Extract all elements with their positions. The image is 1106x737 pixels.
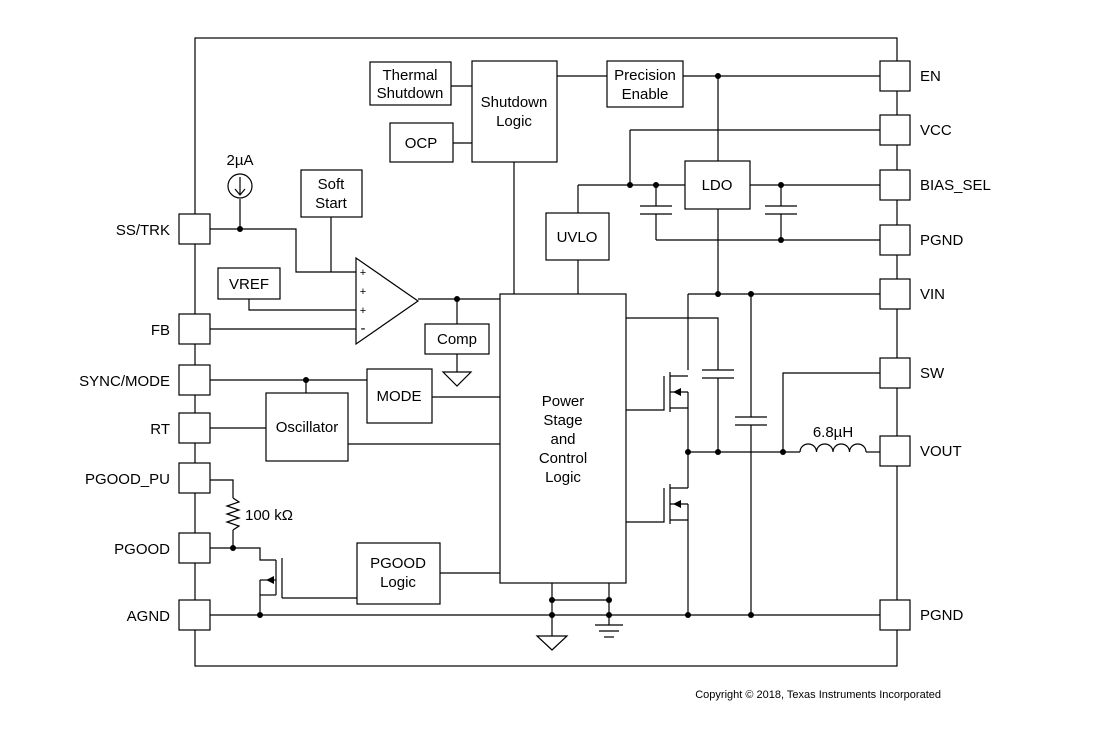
pin-ss-trk: SS/TRK — [116, 213, 211, 245]
power-ground-icon — [595, 624, 623, 638]
inductor-label: 6.8µH — [813, 424, 853, 441]
svg-text:FB: FB — [151, 322, 170, 339]
pin-vcc: VCC — [879, 114, 952, 146]
svg-text:Control: Control — [539, 450, 587, 467]
svg-text:PGND: PGND — [920, 607, 964, 624]
current-source-icon — [227, 173, 253, 199]
svg-text:VOUT: VOUT — [920, 443, 962, 460]
svg-text:EN: EN — [920, 68, 941, 85]
comp-ground-icon — [441, 371, 473, 387]
vref-block: VREF — [217, 267, 281, 300]
svg-text:SW: SW — [920, 365, 945, 382]
svg-text:Enable: Enable — [622, 86, 669, 103]
copyright-text: Copyright © 2018, Texas Instruments Inco… — [695, 689, 941, 701]
resistor-label: 100 kΩ — [245, 507, 293, 524]
capacitor-vcc — [640, 205, 672, 215]
svg-text:Comp: Comp — [437, 331, 477, 348]
mode-block: MODE — [366, 368, 433, 424]
pin-vout: VOUT — [879, 435, 962, 467]
svg-text:OCP: OCP — [405, 135, 438, 152]
svg-text:Thermal: Thermal — [382, 67, 437, 84]
pin-vin: VIN — [879, 278, 945, 310]
svg-text:Precision: Precision — [614, 67, 676, 84]
svg-text:SS/TRK: SS/TRK — [116, 222, 170, 239]
pin-sw: SW — [879, 357, 945, 389]
pin-pgood: PGOOD — [114, 532, 211, 564]
pin-sync-mode: SYNC/MODE — [79, 364, 211, 396]
high-side-fet-arrow — [673, 388, 681, 396]
pin-fb: FB — [151, 313, 211, 345]
comparator-minus: - — [361, 320, 366, 337]
pin-pgnd-bottom: PGND — [879, 599, 964, 631]
svg-text:VIN: VIN — [920, 286, 945, 303]
svg-text:VREF: VREF — [229, 276, 269, 293]
pin-pgood-pu: PGOOD_PU — [85, 462, 211, 494]
comparator — [355, 256, 420, 346]
capacitor-bias — [765, 205, 797, 215]
inductor — [799, 443, 867, 453]
svg-text:and: and — [550, 431, 575, 448]
resistor — [225, 497, 241, 531]
svg-text:Shutdown: Shutdown — [377, 85, 444, 102]
pgood-logic-block: PGOOD Logic — [356, 542, 441, 605]
svg-text:PGOOD: PGOOD — [114, 541, 170, 558]
svg-text:LDO: LDO — [702, 177, 733, 194]
capacitor-bootstrap — [702, 369, 734, 379]
svg-text:Stage: Stage — [543, 412, 582, 429]
pin-rt: RT — [150, 412, 211, 444]
oscillator-block: Oscillator — [265, 392, 349, 462]
comparator-plus-2: + — [360, 286, 366, 298]
svg-text:RT: RT — [150, 421, 170, 438]
analog-ground-icon — [535, 635, 569, 651]
comp-block: Comp — [424, 323, 490, 355]
svg-text:SYNC/MODE: SYNC/MODE — [79, 373, 170, 390]
svg-text:PGOOD: PGOOD — [370, 555, 426, 572]
uvlo-block: UVLO — [545, 212, 610, 261]
svg-text:Logic: Logic — [545, 469, 581, 486]
comparator-plus-1: + — [360, 267, 366, 279]
pin-bias-sel: BIAS_SEL — [879, 169, 991, 201]
svg-text:MODE: MODE — [377, 388, 422, 405]
svg-text:Start: Start — [315, 195, 348, 212]
thermal-shutdown-block: Thermal Shutdown — [369, 61, 452, 106]
ldo-block: LDO — [684, 160, 751, 210]
shutdown-logic-block: Shutdown Logic — [471, 60, 558, 163]
current-source-label: 2µA — [227, 152, 254, 169]
package-outline — [194, 37, 898, 667]
precision-enable-block: Precision Enable — [606, 60, 684, 108]
svg-text:BIAS_SEL: BIAS_SEL — [920, 177, 991, 194]
svg-text:Shutdown: Shutdown — [481, 94, 548, 111]
svg-text:Soft: Soft — [318, 176, 346, 193]
svg-text:PGOOD_PU: PGOOD_PU — [85, 471, 170, 488]
svg-text:Power: Power — [542, 393, 585, 410]
svg-text:PGND: PGND — [920, 232, 964, 249]
low-side-fet-arrow — [673, 500, 681, 508]
svg-text:AGND: AGND — [127, 608, 171, 625]
power-stage-block: Power Stage and Control Logic — [499, 293, 627, 584]
svg-text:Oscillator: Oscillator — [276, 419, 339, 436]
comparator-plus-3: + — [360, 305, 366, 317]
svg-text:VCC: VCC — [920, 122, 952, 139]
pgood-fet-arrow — [266, 576, 274, 584]
svg-text:Logic: Logic — [496, 113, 532, 130]
capacitor-vin — [735, 416, 767, 426]
svg-text:Logic: Logic — [380, 574, 416, 591]
soft-start-block: Soft Start — [300, 169, 363, 218]
pin-pgnd-top: PGND — [879, 224, 964, 256]
pin-en: EN — [879, 60, 941, 92]
ocp-block: OCP — [389, 122, 454, 163]
pin-agnd: AGND — [127, 599, 211, 631]
svg-text:UVLO: UVLO — [557, 229, 598, 246]
junction-dots — [230, 73, 786, 618]
